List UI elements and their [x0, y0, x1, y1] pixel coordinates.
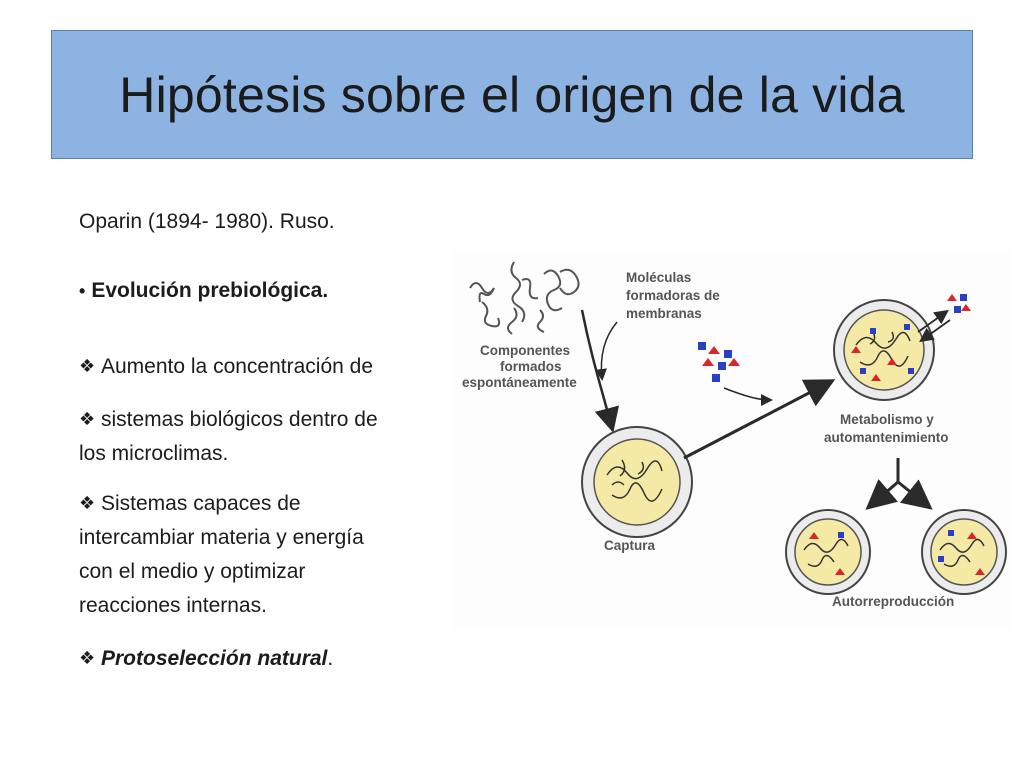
label-moleculas: membranas: [626, 306, 702, 321]
list-item-text: con el medio y optimizar: [79, 560, 306, 583]
arrow-captura-to-metabolismo: [683, 379, 836, 460]
label-moleculas: formadoras de: [626, 288, 720, 303]
cell-metabolismo: [833, 299, 935, 401]
label-metabolismo: Metabolismo y: [840, 412, 934, 427]
diamond-bullet-icon: ❖: [79, 409, 96, 429]
polymer-strands: [469, 261, 580, 335]
membrane-molecules: [698, 342, 740, 382]
oparin-diagram: Componentes formados espontáneamente Mol…: [452, 250, 1012, 630]
slide-title: Hipótesis sobre el origen de la vida: [119, 66, 905, 123]
author-line: Oparin (1894- 1980). Ruso.: [79, 210, 335, 233]
arrow-label-pointer: [595, 321, 618, 381]
cell-captura: [581, 426, 693, 538]
list-item-text: Aumento la concentración de: [101, 355, 374, 378]
arrow-split-left: [865, 478, 899, 510]
label-componentes: Componentes: [480, 343, 570, 358]
list-item: ❖sistemas biológicos dentro de los micro…: [79, 402, 378, 471]
bullet-dot: •: [79, 281, 86, 301]
label-componentes: formados: [500, 359, 562, 374]
label-captura: Captura: [604, 538, 655, 553]
list-item: ❖Sistemas capaces de intercambiar materi…: [79, 486, 364, 623]
diagram-svg: Componentes formados espontáneamente Mol…: [452, 250, 1012, 630]
list-item-text: intercambiar materia y energía: [79, 526, 364, 549]
list-item-text: Sistemas capaces de: [101, 492, 301, 515]
title-banner: Hipótesis sobre el origen de la vida: [51, 30, 973, 159]
protoseleccion-text: Protoselección natural: [101, 647, 328, 670]
diamond-bullet-icon: ❖: [79, 356, 96, 376]
list-item-text: sistemas biológicos dentro de: [101, 408, 378, 431]
exchanged-molecules: [947, 294, 971, 313]
main-bullet-text: Evolución prebiológica.: [91, 279, 329, 302]
list-item-text: los microclimas.: [79, 442, 229, 465]
arrow-exchange-in: [919, 319, 951, 343]
list-item-text: reacciones internas.: [79, 594, 267, 617]
label-componentes: espontáneamente: [462, 375, 577, 390]
label-metabolismo: automantenimiento: [824, 430, 949, 445]
arrow-molecules-to-path: [723, 387, 773, 406]
label-moleculas: Moléculas: [626, 270, 691, 285]
list-item: ❖Aumento la concentración de: [79, 349, 373, 384]
diamond-bullet-icon: ❖: [79, 493, 96, 513]
diamond-bullet-icon: ❖: [79, 648, 96, 668]
label-autorreproduccion: Autorreproducción: [832, 594, 954, 609]
main-bullet: •Evolución prebiológica.: [79, 274, 328, 308]
arrow-split-right: [897, 479, 933, 510]
period-text: .: [327, 647, 334, 670]
cell-daughter-left: [785, 509, 871, 595]
cell-daughter-right: [921, 509, 1007, 595]
list-item: ❖Protoselección natural.: [79, 641, 333, 676]
